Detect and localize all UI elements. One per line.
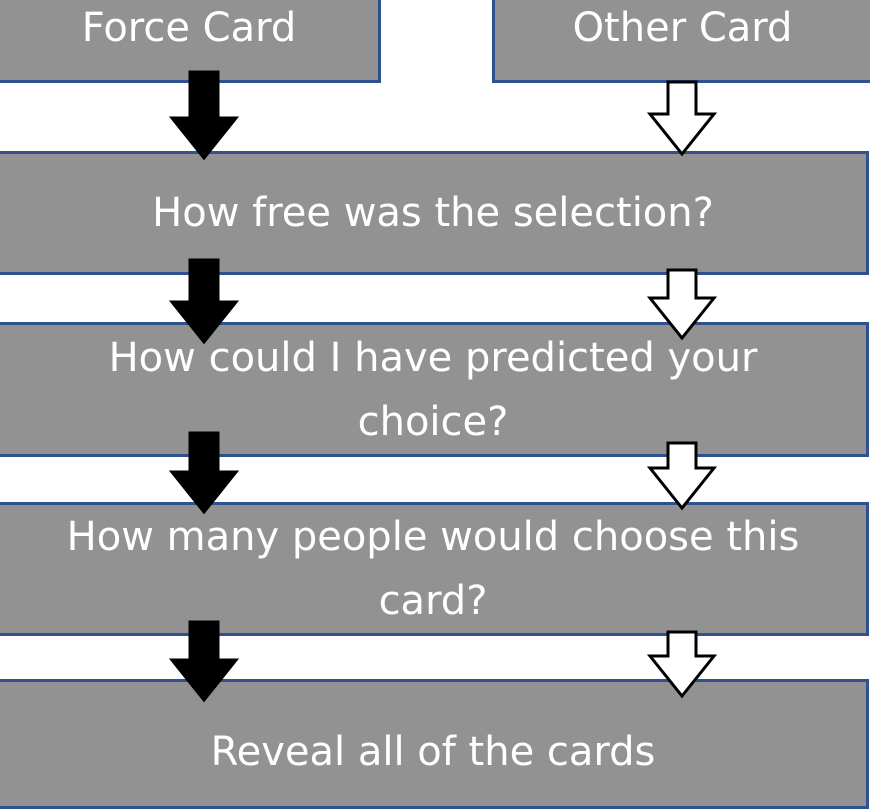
step-label: How free was the selection? xyxy=(152,190,714,236)
white-down-arrow-icon xyxy=(646,630,718,699)
black-down-arrow-icon xyxy=(168,258,240,345)
step-label: How could I have predicted your choice? xyxy=(108,334,758,445)
white-down-arrow-icon xyxy=(646,268,718,341)
white-down-arrow-icon xyxy=(646,441,718,511)
step-box-popularity: How many people would choose this card? xyxy=(0,502,869,636)
step-label: How many people would choose this card? xyxy=(66,514,800,624)
step-label: Reveal all of the cards xyxy=(210,729,656,775)
white-down-arrow-icon xyxy=(646,80,718,157)
step-box-prediction: How could I have predicted your choice? xyxy=(0,322,869,457)
black-down-arrow-icon xyxy=(168,620,240,703)
other-card-label: Other Card xyxy=(572,5,793,51)
step-box-selection-freedom: How free was the selection? xyxy=(0,151,869,275)
black-down-arrow-icon xyxy=(168,70,240,161)
black-down-arrow-icon xyxy=(168,431,240,515)
force-card-box: Force Card xyxy=(0,0,381,83)
arrows-layer xyxy=(168,70,718,703)
force-card-label: Force Card xyxy=(81,5,297,51)
